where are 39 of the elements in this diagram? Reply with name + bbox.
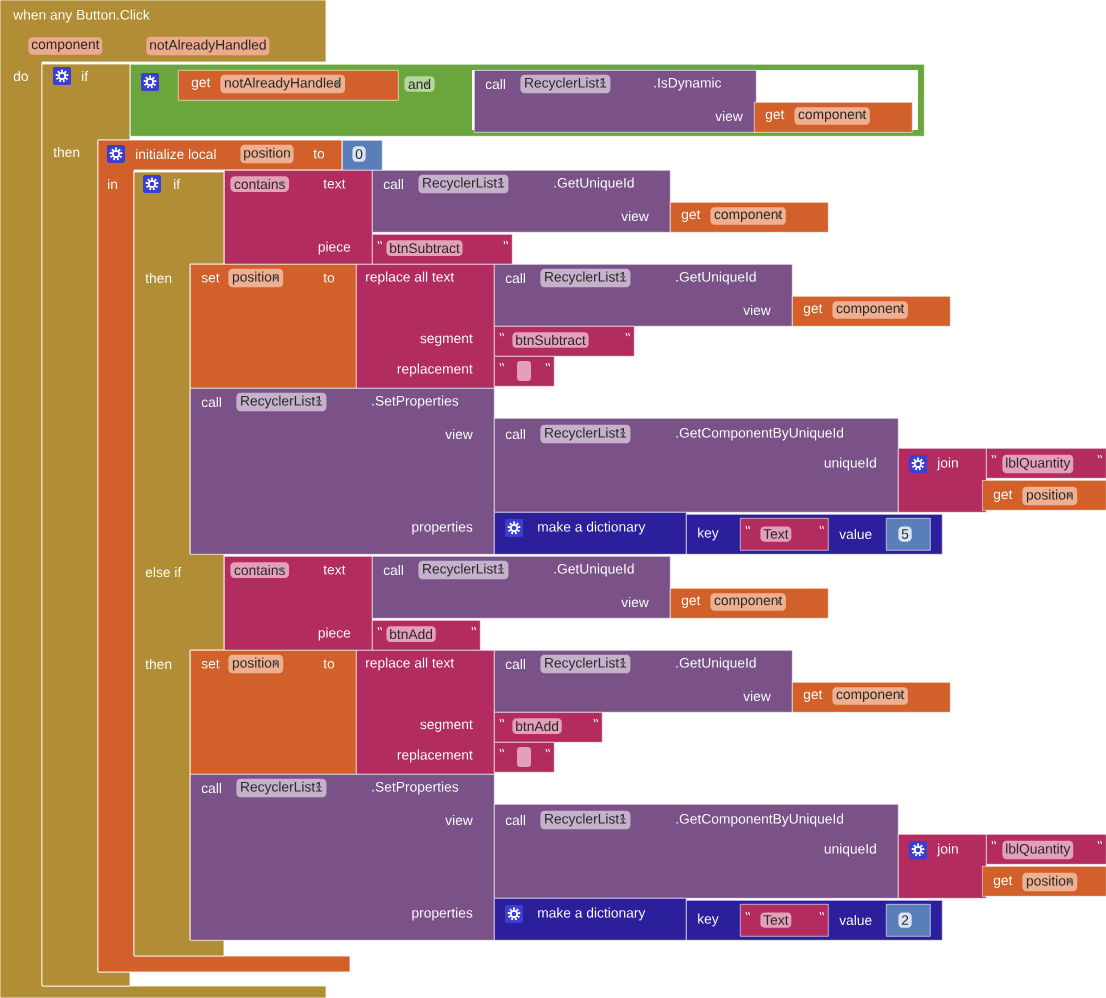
number-block: [342, 140, 383, 171]
initialize-block: [97, 139, 351, 973]
text-block: [372, 234, 513, 265]
number-block: [886, 518, 931, 551]
call-block: [494, 264, 793, 327]
text-block: [372, 620, 481, 651]
text-block: [986, 448, 1106, 479]
get-block: [670, 588, 829, 619]
text-block: [740, 904, 829, 937]
text-block: [494, 356, 555, 387]
text-block: [494, 712, 603, 743]
get-block: [982, 480, 1106, 511]
dictionary-block: [494, 512, 687, 555]
get-block: [792, 682, 951, 713]
join-block: [898, 448, 987, 513]
call-block: [372, 556, 671, 619]
call-block: [494, 650, 793, 713]
text-block: [494, 742, 555, 773]
get-block: [754, 102, 913, 133]
call-block: [190, 774, 495, 941]
text-block: [986, 834, 1106, 865]
contains-block: [224, 170, 373, 265]
dictionary-block: [494, 898, 687, 941]
get-block: [670, 202, 829, 233]
get-block: [178, 70, 399, 101]
number-block: [886, 904, 931, 937]
get-block: [792, 296, 951, 327]
call-block: [372, 170, 671, 233]
set-block: [190, 264, 357, 389]
join-block: [898, 834, 987, 899]
call-block: [494, 804, 899, 899]
call-block: [474, 70, 757, 133]
set-block: [190, 650, 357, 775]
if-block: [41, 63, 131, 987]
call-block: [494, 418, 899, 513]
get-block: [982, 866, 1106, 897]
text-block: [740, 518, 829, 551]
if-block: [133, 171, 225, 957]
contains-block: [224, 556, 373, 651]
